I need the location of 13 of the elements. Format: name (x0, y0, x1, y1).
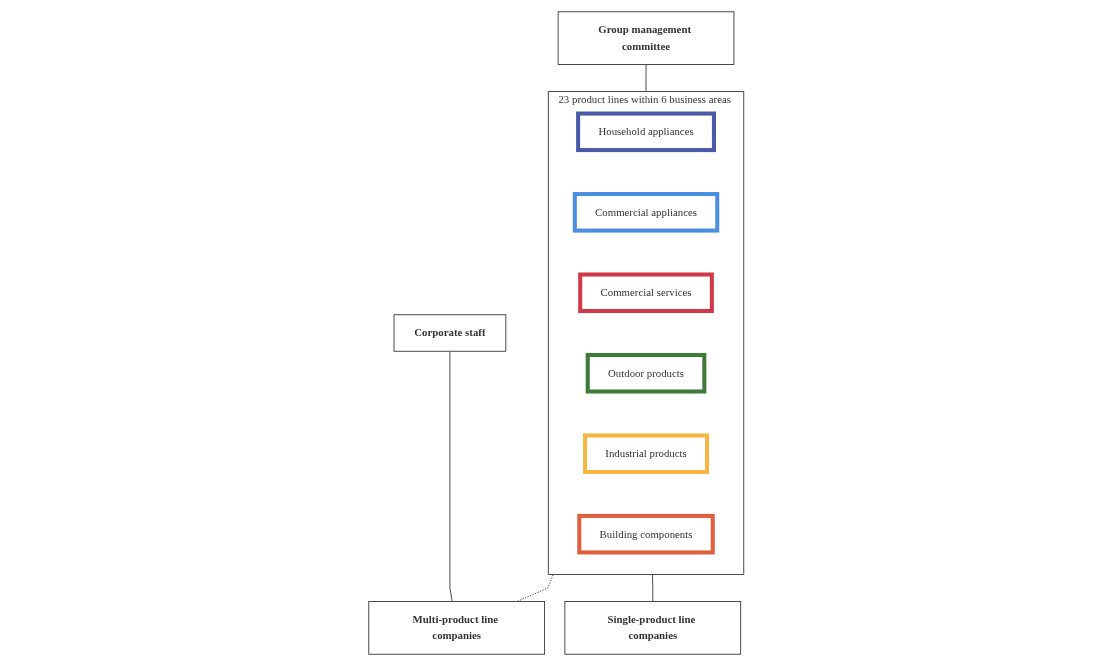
node-box: Multi-product line companies (368, 601, 545, 655)
node-box: Outdoor products (585, 352, 707, 394)
connector (449, 350, 453, 602)
node-box: Group management committee (557, 11, 735, 65)
connector (651, 574, 653, 602)
node-box: Single-product line companies (564, 601, 741, 655)
node-box: Commercial services (577, 272, 714, 314)
node-box: Building components (577, 513, 715, 555)
connector (645, 64, 647, 92)
node-box: Commercial appliances (572, 192, 719, 233)
node-box: Corporate staff (393, 314, 506, 352)
node-box: Household appliances (575, 111, 716, 153)
node-box: Industrial products (582, 433, 709, 474)
